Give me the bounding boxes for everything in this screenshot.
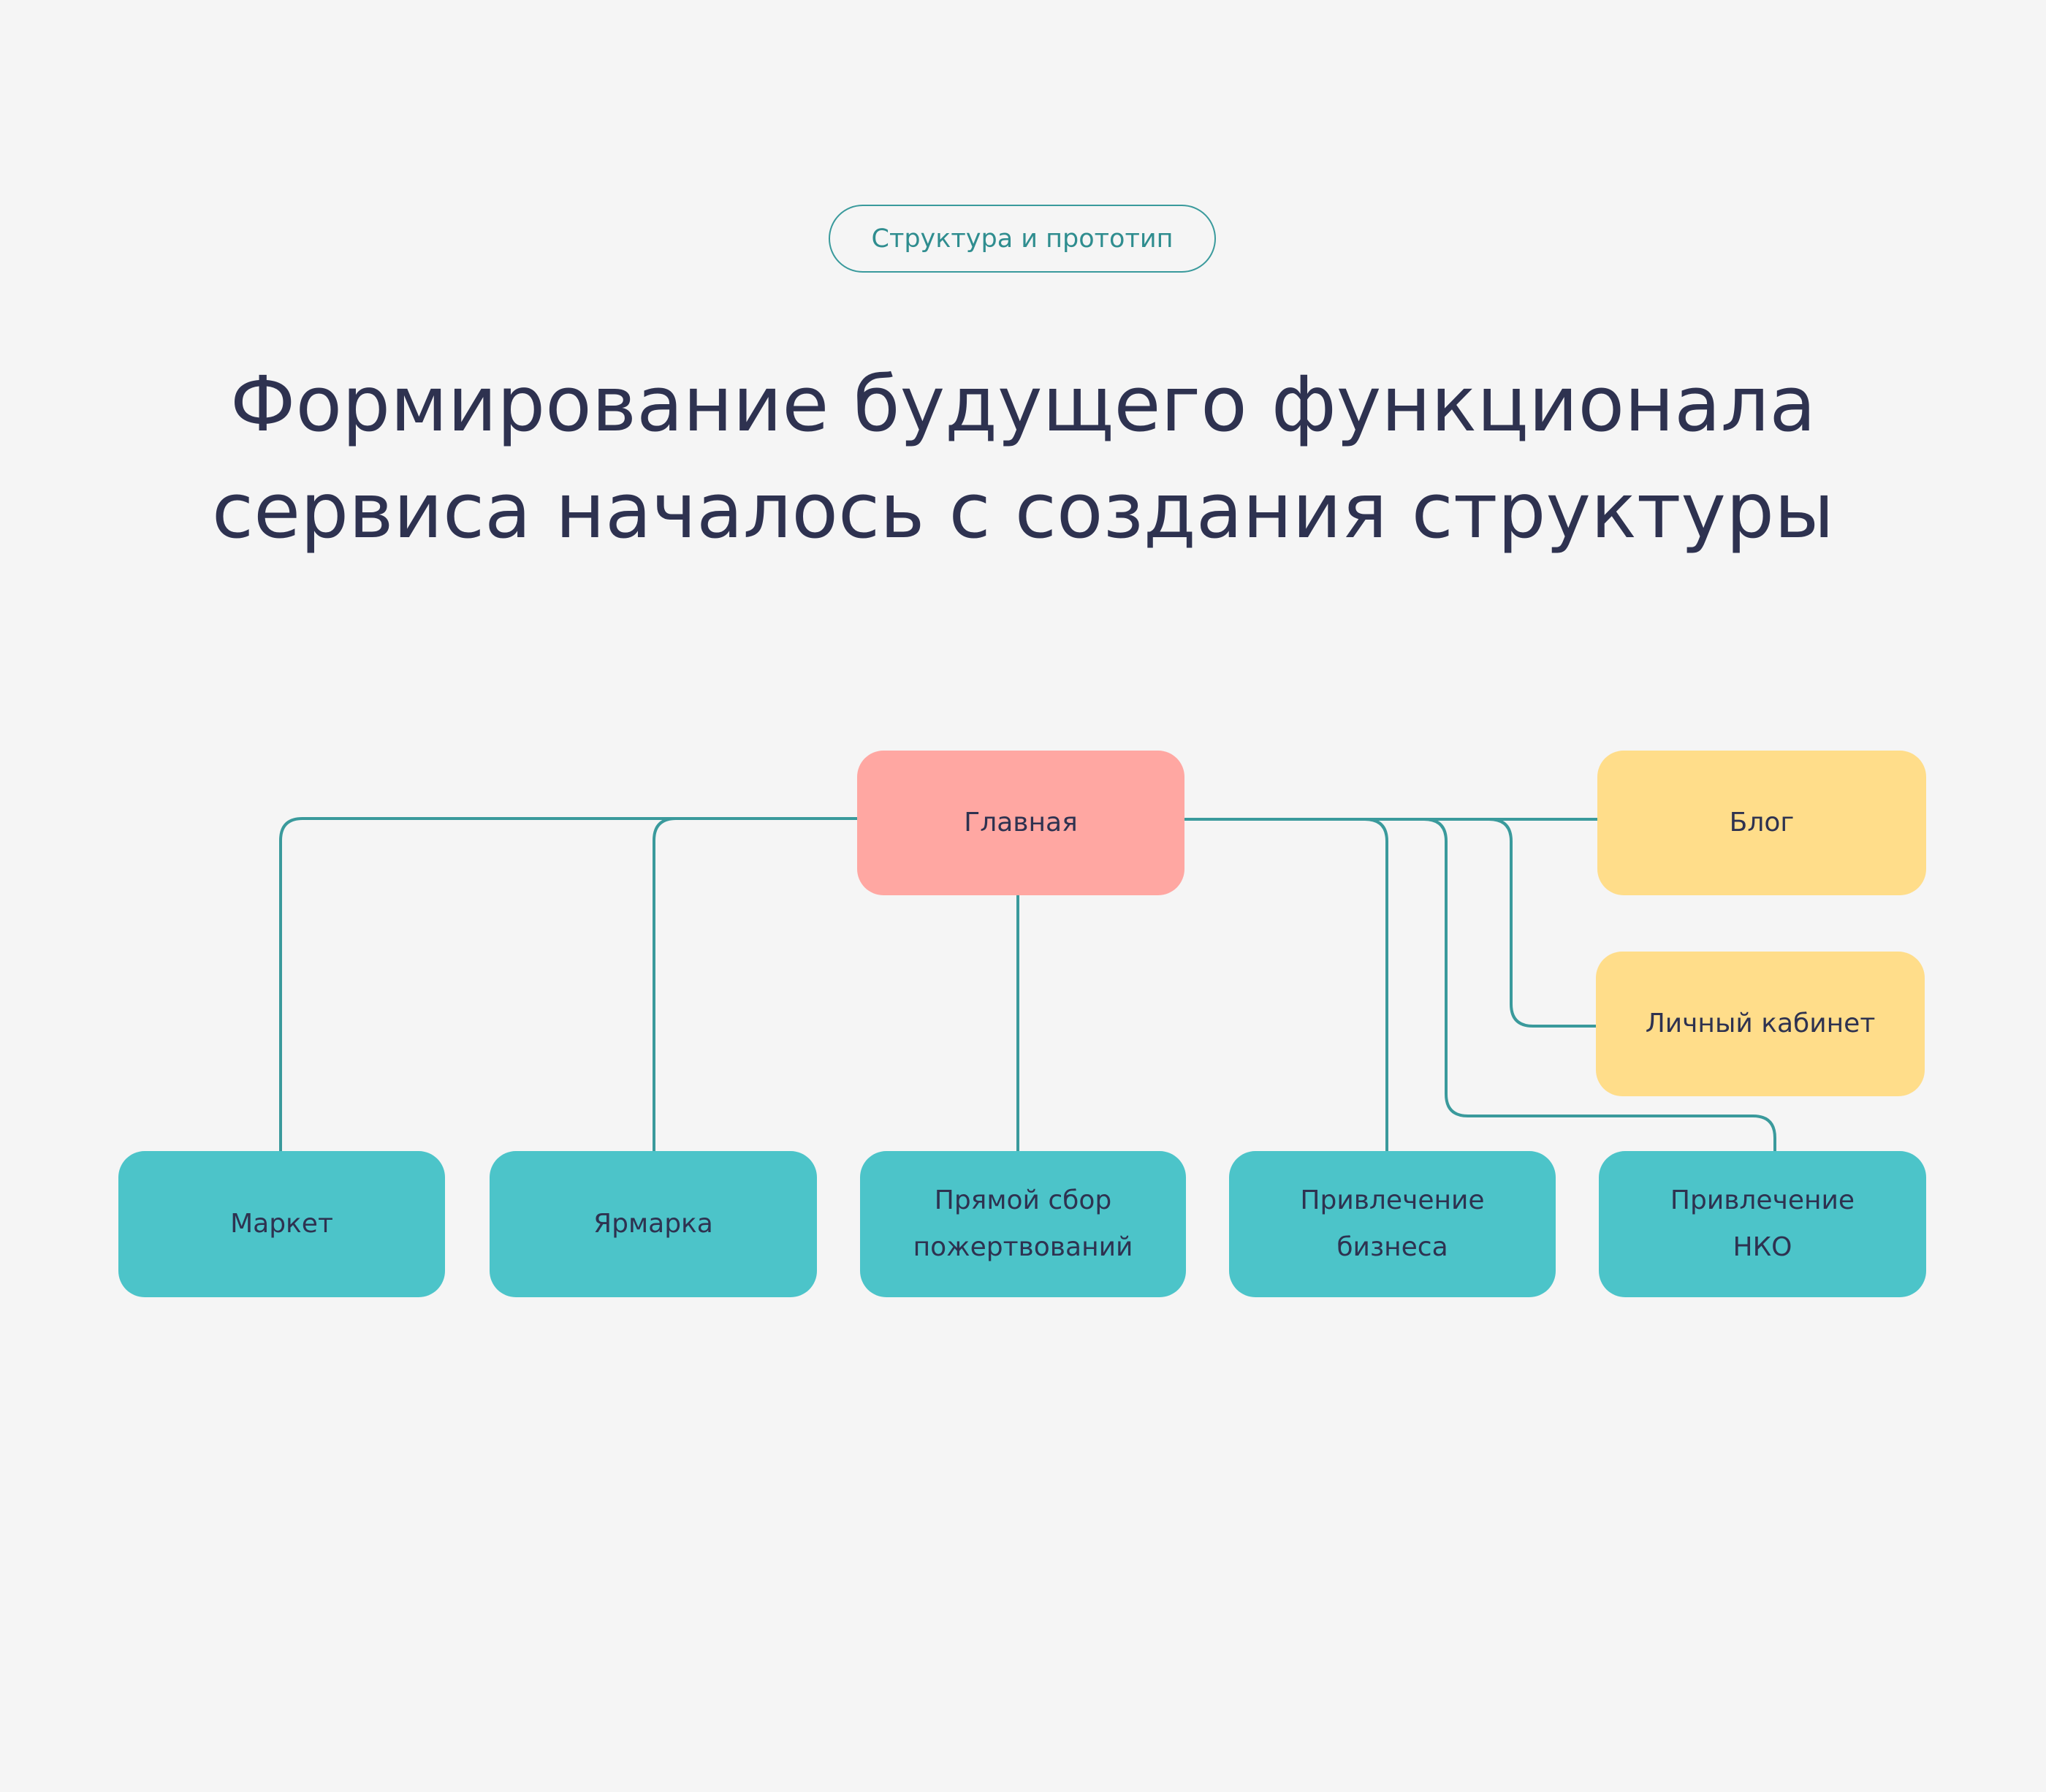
connector-market <box>279 817 857 1151</box>
node-market-label: Маркет <box>230 1209 333 1239</box>
node-home: Главная <box>857 751 1184 895</box>
node-nko-line2: НКО <box>1733 1232 1792 1262</box>
connector-business <box>1364 818 1388 1151</box>
node-fair: Ярмарка <box>490 1151 817 1297</box>
node-blog: Блог <box>1597 751 1926 895</box>
node-account: Личный кабинет <box>1596 952 1925 1096</box>
node-market: Маркет <box>118 1151 445 1297</box>
page-title: Формирование будущего функционала сервис… <box>0 351 2046 564</box>
title-line-1: Формирование будущего функционала <box>229 360 1817 449</box>
node-fair-label: Ярмарка <box>593 1209 713 1239</box>
node-business-line1: Привлечение <box>1300 1185 1485 1215</box>
connector-nko <box>1423 818 1776 1151</box>
node-business: Привлечение бизнеса <box>1229 1151 1556 1297</box>
connector-fair <box>653 817 857 1151</box>
node-donations-line2: пожертвований <box>913 1232 1133 1262</box>
node-nko-line1: Привлечение <box>1670 1185 1855 1215</box>
section-tag: Структура и прототип <box>829 205 1216 273</box>
connector-account <box>1488 818 1596 1028</box>
node-business-line2: бизнеса <box>1336 1232 1448 1262</box>
title-line-2: сервиса началось с создания структуры <box>211 466 1835 555</box>
node-blog-label: Блог <box>1729 808 1795 838</box>
node-account-label: Личный кабинет <box>1645 1009 1876 1039</box>
node-donations-line1: Прямой сбор <box>934 1185 1112 1215</box>
node-donations: Прямой сбор пожертвований <box>860 1151 1186 1297</box>
node-home-label: Главная <box>964 808 1078 838</box>
